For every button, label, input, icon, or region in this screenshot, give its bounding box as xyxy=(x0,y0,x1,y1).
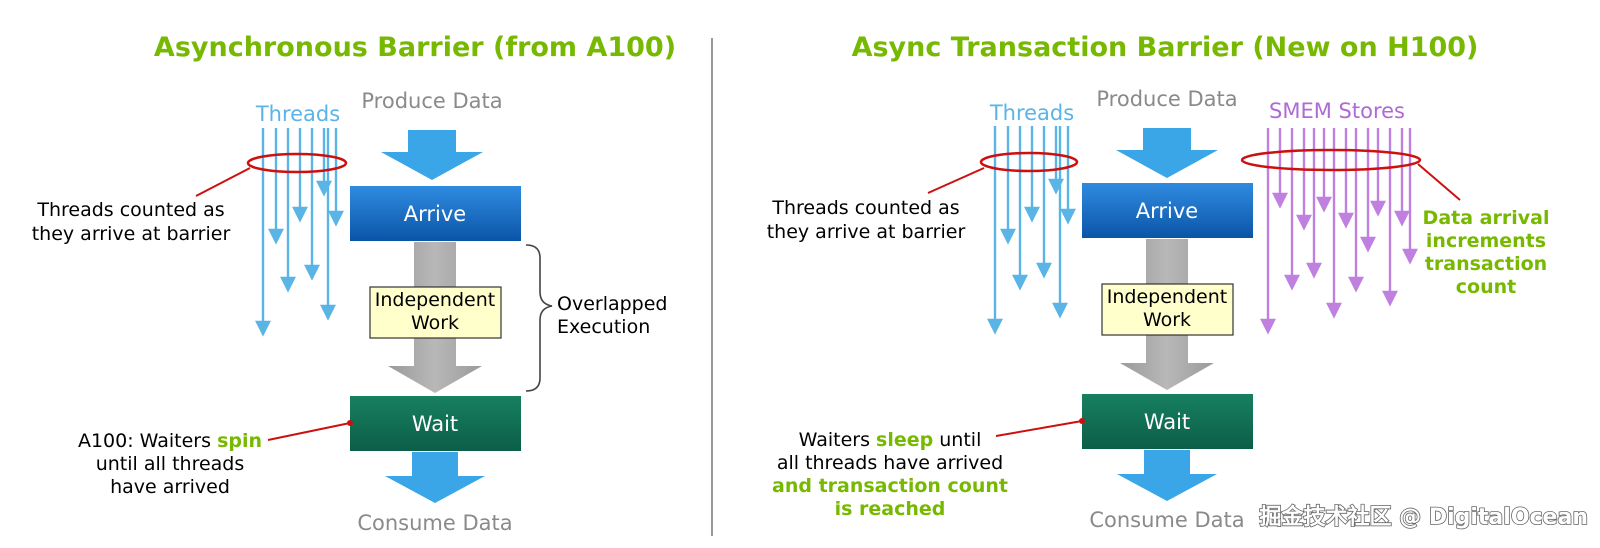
left-consume-label: Consume Data xyxy=(357,511,512,535)
right-waiters-pointer-dot xyxy=(1079,418,1085,424)
left-arrive-label: Arrive xyxy=(404,202,466,226)
left-arrive-box xyxy=(350,186,521,241)
right-smem-ring xyxy=(1240,148,1422,172)
left-threads-note-line2: they arrive at barrier xyxy=(32,223,231,245)
left-overlap-brace xyxy=(525,244,553,392)
right-threads-note-line2: they arrive at barrier xyxy=(767,221,966,243)
left-threads-note-line1: Threads counted as xyxy=(36,199,224,221)
right-wait-box xyxy=(1082,394,1253,449)
right-consume-label: Consume Data xyxy=(1089,508,1244,532)
right-waiters-line3: and transaction count xyxy=(772,475,1008,497)
left-waiters-pointer-dot xyxy=(347,420,353,426)
left-wait-box xyxy=(350,396,521,451)
right-threads-ring xyxy=(979,151,1079,173)
right-thread-arrows xyxy=(987,126,1076,335)
right-work-box xyxy=(1101,283,1234,336)
right-smem-arrows xyxy=(1260,128,1418,335)
left-produce-label: Produce Data xyxy=(361,89,502,113)
left-panel: Asynchronous Barrier (from A100) Threads… xyxy=(32,32,676,535)
right-work-line1: Independent xyxy=(1107,286,1227,308)
left-work-line2: Work xyxy=(411,312,459,334)
right-data-note-line1: Data arrival xyxy=(1423,207,1550,229)
right-waiters-line2: all threads have arrived xyxy=(777,452,1003,474)
left-produce-arrow xyxy=(381,130,483,180)
right-title: Async Transaction Barrier (New on H100) xyxy=(852,32,1479,63)
left-waiters-pointer xyxy=(267,422,351,441)
left-waiters-line3: have arrived xyxy=(110,476,230,498)
left-threads-ring xyxy=(246,152,348,174)
right-smem-pointer xyxy=(1417,163,1461,201)
right-arrive-label: Arrive xyxy=(1136,199,1198,223)
watermark-text: 掘金技术社区 @ DigitalOcean xyxy=(1260,504,1589,530)
right-waiters-pointer xyxy=(995,420,1083,437)
right-waiters-line1: Waiters sleep until xyxy=(799,429,982,451)
right-data-note-line2: increments xyxy=(1426,230,1546,252)
left-waiters-line1: A100: Waiters spin xyxy=(78,430,262,452)
right-smem-label: SMEM Stores xyxy=(1269,99,1405,123)
left-title: Asynchronous Barrier (from A100) xyxy=(154,32,676,63)
right-threads-note-line1: Threads counted as xyxy=(771,197,959,219)
right-produce-label: Produce Data xyxy=(1096,87,1237,111)
left-waiters-line2: until all threads xyxy=(96,453,245,475)
right-threads-label: Threads xyxy=(989,101,1074,125)
left-overlap-line1: Overlapped xyxy=(557,293,668,315)
left-threads-pointer xyxy=(195,167,251,197)
right-work-line2: Work xyxy=(1143,309,1191,331)
left-threads-label: Threads xyxy=(255,102,340,126)
right-consume-arrow xyxy=(1117,450,1217,501)
right-panel: Async Transaction Barrier (New on H100) … xyxy=(767,32,1550,532)
left-overlap-line2: Execution xyxy=(557,316,650,338)
right-arrive-box xyxy=(1082,183,1253,238)
left-work-line1: Independent xyxy=(375,289,495,311)
left-work-box xyxy=(369,286,502,339)
right-threads-pointer xyxy=(927,167,985,194)
left-thread-arrows xyxy=(255,128,344,337)
right-waiters-line4: is reached xyxy=(835,498,946,520)
right-data-note-line3: transaction xyxy=(1425,253,1547,275)
right-wait-label: Wait xyxy=(1144,410,1190,434)
left-consume-arrow xyxy=(385,452,485,503)
left-wait-label: Wait xyxy=(412,412,458,436)
right-produce-arrow xyxy=(1116,128,1218,178)
right-data-note-line4: count xyxy=(1456,276,1516,298)
